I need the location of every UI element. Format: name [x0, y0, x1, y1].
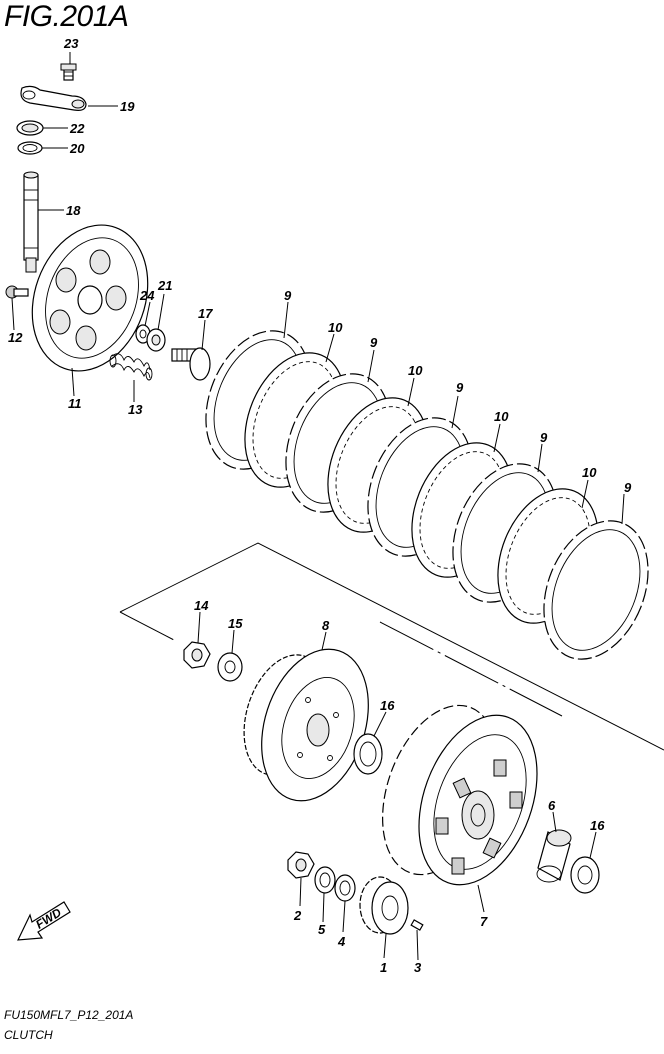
part-19-release-lever	[20, 85, 87, 111]
part-3-key	[410, 919, 424, 931]
callout-10-d: 10	[582, 465, 597, 480]
callout-23: 23	[63, 36, 79, 51]
callout-21: 21	[157, 278, 172, 293]
callout-18: 18	[66, 203, 81, 218]
part-20-washer	[17, 141, 43, 155]
callout-7: 7	[480, 914, 488, 929]
callout-10-c: 10	[494, 409, 509, 424]
part-2-nut	[287, 851, 315, 879]
part-7-clutch-housing	[382, 704, 538, 886]
callout-15: 15	[228, 616, 243, 631]
callout-9-e: 9	[624, 480, 632, 495]
part-11-pressure-plate	[31, 224, 149, 372]
callout-labels: 23 19 22 20 18 12 24 21 17 11 13 9 10 9 …	[8, 36, 632, 975]
callout-6: 6	[548, 798, 556, 813]
callout-17: 17	[198, 306, 213, 321]
callout-1: 1	[380, 960, 387, 975]
part-15-lock-washer	[217, 652, 243, 682]
assembly-frame-right	[379, 621, 563, 717]
callout-19: 19	[120, 99, 135, 114]
callout-11: 11	[68, 396, 82, 411]
leader-lines	[11, 52, 625, 961]
part-16-thrust-washer-lower	[570, 856, 600, 894]
part-1-drive-gear	[359, 876, 409, 935]
clutch-plate-stack	[205, 330, 649, 660]
callout-4: 4	[337, 934, 346, 949]
part-5-washer	[314, 866, 336, 894]
part-12-bolt	[5, 285, 29, 299]
figure-name: CLUTCH	[4, 1028, 53, 1042]
part-16-thrust-washer-upper	[353, 733, 383, 775]
part-22-oil-seal	[16, 120, 44, 136]
fwd-arrow-icon: FWD	[17, 901, 71, 941]
callout-16-b: 16	[590, 818, 605, 833]
callout-22: 22	[69, 121, 85, 136]
figure-title: FIG.201A	[4, 0, 129, 33]
part-21-bearing	[146, 328, 166, 352]
callout-20: 20	[69, 141, 85, 156]
callout-9-c: 9	[456, 380, 464, 395]
callout-12: 12	[8, 330, 23, 345]
part-17-spring-bolt	[171, 347, 211, 381]
part-13-clutch-spring	[109, 353, 153, 381]
callout-8: 8	[322, 618, 330, 633]
part-4-washer	[334, 874, 356, 902]
part-9-drive-plate-5	[543, 520, 649, 660]
callout-9-b: 9	[370, 335, 378, 350]
callout-2: 2	[293, 908, 302, 923]
callout-14: 14	[194, 598, 209, 613]
callout-9-d: 9	[540, 430, 548, 445]
figure-code: FU150MFL7_P12_201A	[4, 1008, 134, 1022]
callout-3: 3	[414, 960, 422, 975]
callout-9-a: 9	[284, 288, 292, 303]
part-18-release-shaft	[23, 171, 39, 273]
part-23-bolt	[60, 63, 77, 81]
assembly-frame	[119, 542, 664, 751]
callout-16-a: 16	[380, 698, 395, 713]
part-6-spacer	[536, 829, 572, 883]
part-14-nut	[183, 641, 211, 669]
callout-10-a: 10	[328, 320, 343, 335]
callout-13: 13	[128, 402, 143, 417]
part-8-clutch-sleeve-hub	[243, 648, 369, 802]
assembly-frame-lower	[119, 611, 175, 641]
callout-10-b: 10	[408, 363, 423, 378]
callout-24: 24	[139, 288, 155, 303]
callout-5: 5	[318, 922, 326, 937]
